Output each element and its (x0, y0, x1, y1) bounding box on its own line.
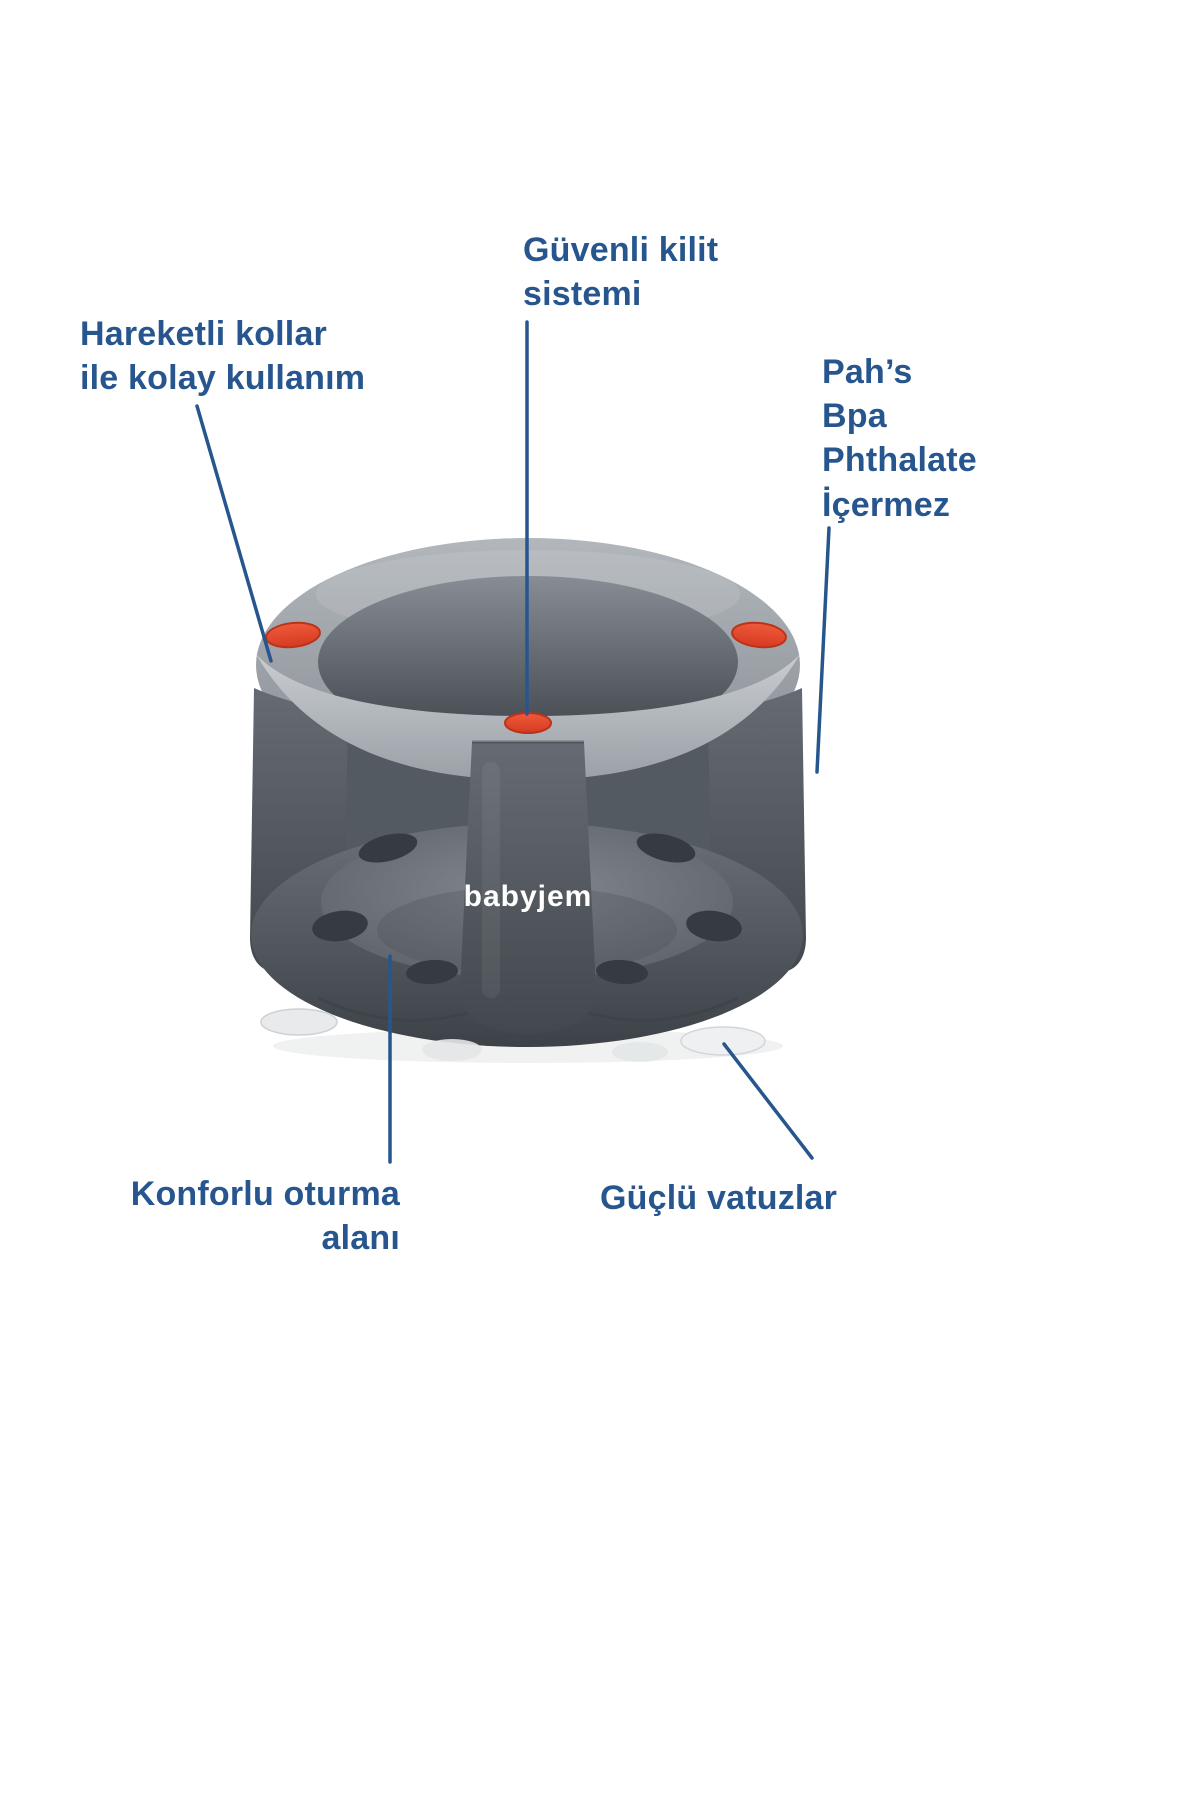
callout-label-suction: Güçlü vatuzlar (600, 1179, 838, 1217)
suction-cup (422, 1039, 482, 1061)
callout-label-seat: Konforlu oturma alanı (130, 1175, 400, 1258)
drain-hole (686, 910, 742, 942)
callout-line-materials (815, 526, 831, 774)
suction-cup (612, 1042, 668, 1062)
base-scallop-seam (317, 996, 471, 1022)
callout-line-suction (722, 1042, 814, 1160)
drain-hole (406, 959, 458, 985)
lock-button-center (504, 712, 552, 734)
drain-hole (358, 833, 418, 863)
drain-hole (596, 959, 648, 985)
callout-line-arms (195, 404, 273, 663)
drain-hole (312, 910, 368, 942)
lock-button-left (265, 621, 321, 649)
callout-lines (195, 320, 831, 1164)
suction-cup (260, 1008, 338, 1036)
brand-logo: babyjem (464, 880, 593, 913)
front-post (459, 742, 597, 1034)
suction-cup (680, 1026, 766, 1056)
callout-label-lock: Güvenli kilit sistemi (523, 231, 719, 314)
drain-hole (636, 833, 696, 863)
lock-button-right (731, 621, 787, 649)
base-scallop-seam (585, 996, 739, 1022)
callout-label-arms: Hareketli kollar ile kolay kullanım (80, 315, 366, 398)
callout-label-materials: Pah’s Bpa Phthalate İçermez (822, 353, 977, 524)
front-post-highlight (482, 762, 500, 998)
